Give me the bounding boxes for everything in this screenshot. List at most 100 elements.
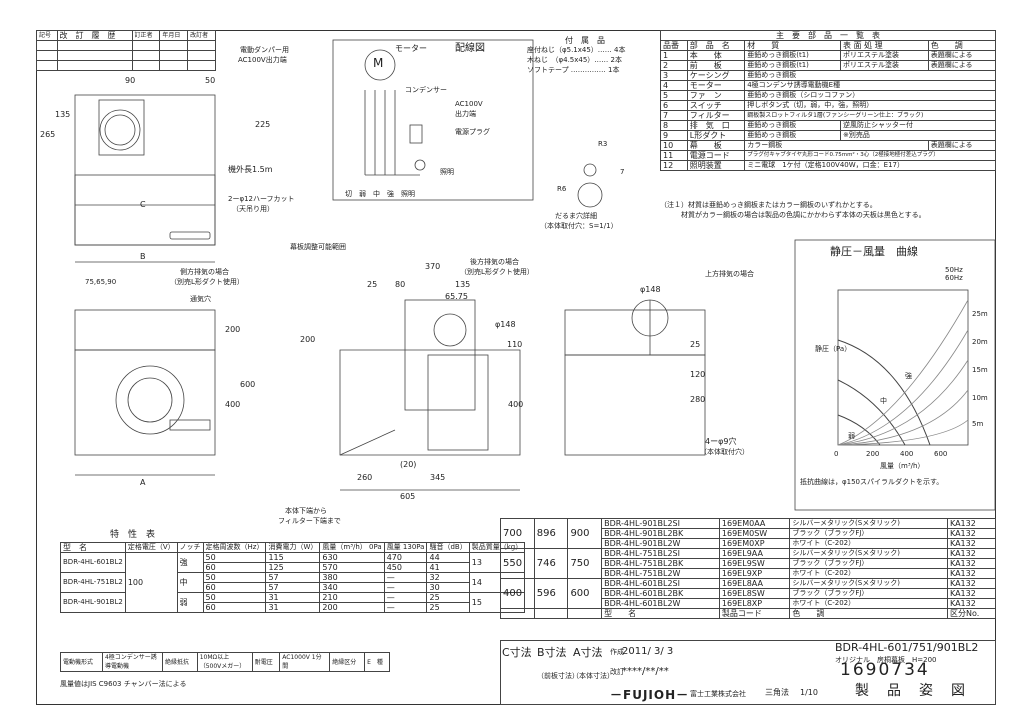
speed-mid: 中 [880, 397, 887, 405]
front-dim-sub: （前板寸法） [537, 672, 579, 680]
filter-label2: フィルター下端まで [278, 517, 341, 525]
dim-265: 265 [40, 130, 56, 139]
dim-75: 75,65,90 [85, 278, 117, 286]
slot-r3: R3 [598, 140, 608, 148]
dim-80: 80 [395, 280, 406, 289]
wiring-title: 配線図 [455, 43, 485, 54]
slot-d7: 7 [620, 168, 625, 176]
power-label: AC100V [455, 100, 483, 108]
date-label: 作成 [610, 648, 624, 656]
graph-frame [794, 239, 996, 511]
graph-xlabel: 風量（m³/h） [880, 462, 925, 470]
rev-label: 改訂 [610, 668, 624, 676]
dim-65-75: 65.75 [445, 292, 468, 301]
dim-25-back: 25 [690, 340, 701, 349]
mount-holes2: （本体取付穴） [700, 448, 749, 456]
slot-detail [577, 182, 603, 208]
dim-50: 50 [205, 76, 216, 85]
graph-ytick: 5m [972, 420, 984, 428]
title-block [500, 640, 996, 705]
graph-ytick: 10m [972, 394, 988, 402]
accessory-item: 座付ねじ（φ5.1x45）…… 4本 [527, 46, 626, 54]
accessory-item: 木ねじ （φ4.5x45）…… 2本 [527, 56, 622, 64]
dim-400: 400 [225, 400, 241, 409]
scale: 1/10 [800, 688, 818, 697]
company-name: 富士工業株式会社 [690, 690, 746, 698]
top-view-duct-circle [99, 109, 141, 151]
top-exhaust-label: 上方排気の場合 [705, 270, 754, 278]
graph-title: 静圧－風量 曲線 [830, 245, 918, 258]
front-view-maku [74, 309, 216, 351]
motor-label: モーター [395, 44, 427, 53]
dim-148-side: φ148 [495, 320, 516, 329]
dim-600: 600 [240, 380, 256, 389]
dim-345: 345 [430, 473, 446, 482]
dim-280: 280 [690, 395, 706, 404]
dim-200-side: 200 [300, 335, 316, 344]
speed-weak: 弱 [848, 432, 855, 440]
graph-area [837, 289, 969, 446]
maku-label: 幕板調整可能範囲 [290, 243, 346, 251]
original-note: オリジナル 房桐幕板 H=200 [835, 656, 937, 664]
legend-50hz: 50Hz [945, 266, 963, 274]
side-view-body [339, 349, 521, 456]
date: 2011/ 3/ 3 [622, 646, 674, 657]
cord-length: 機外長1.5m [228, 165, 273, 174]
side-exhaust-label: 側方排気の場合 [180, 268, 229, 276]
graph-note: 抵抗曲線は，φ150スパイラルダクトを示す。 [800, 478, 944, 486]
company-logo: －FUJIOH－ [610, 688, 690, 702]
dim-b: B [140, 252, 146, 261]
dim-370: 370 [425, 262, 441, 271]
parts-note: 材質がカラー鋼板の場合は製品の色調にかかわらず本体の天板は黒色とする。 [660, 211, 926, 219]
dim-135-side: 135 [455, 280, 471, 289]
slot-r6: R6 [557, 185, 567, 193]
top-view-duct-box [98, 99, 145, 156]
hang-holes2: （天吊り用） [232, 205, 274, 213]
dim-605: 605 [400, 492, 416, 501]
side-exhaust-label2: （別売L形ダクト使用） [170, 278, 244, 286]
projection-angle: 三角法 [765, 688, 789, 697]
graph-xtick: 600 [934, 450, 948, 458]
dim-148-back: φ148 [640, 285, 661, 294]
model-name: BDR-4HL-601/751/901BL2 [835, 641, 979, 654]
dim-110: 110 [507, 340, 523, 349]
damper-label2: AC100V出力端 [238, 56, 287, 64]
dim-20: (20) [400, 460, 417, 469]
slot-detail-label: だるま穴詳細 [555, 212, 597, 220]
mount-holes: 4ーφ9穴 [705, 437, 737, 446]
graph-ytick: 20m [972, 338, 988, 346]
dim-225: 225 [255, 120, 271, 129]
body-dim-sub: （本体寸法） [572, 672, 614, 680]
parts-note: （注１）材質は亜鉛めっき鋼板またはカラー鋼板のいずれかとする。 [660, 201, 877, 209]
spec-title: 特 性 表 [110, 530, 156, 540]
revision-table: 記号 改 訂 履 歴 訂正者 年月日 改訂者 [36, 30, 216, 71]
dim-25: 25 [367, 280, 378, 289]
switch-labels: 切 弱 中 強 照明 [345, 190, 415, 198]
rear-exhaust-label: 後方排気の場合 [470, 258, 519, 266]
dim-c: C [140, 200, 146, 209]
light-label: 照明 [440, 168, 454, 176]
vent-label: 通気穴 [190, 295, 211, 303]
speed-strong: 強 [905, 372, 912, 380]
drawing-number: 1690734 [840, 660, 930, 680]
back-view-maku [564, 309, 706, 356]
graph-xtick: 400 [900, 450, 914, 458]
dim-260: 260 [357, 473, 373, 482]
graph-xtick: 0 [834, 450, 839, 458]
c-dim-label: C寸法 [502, 646, 532, 659]
